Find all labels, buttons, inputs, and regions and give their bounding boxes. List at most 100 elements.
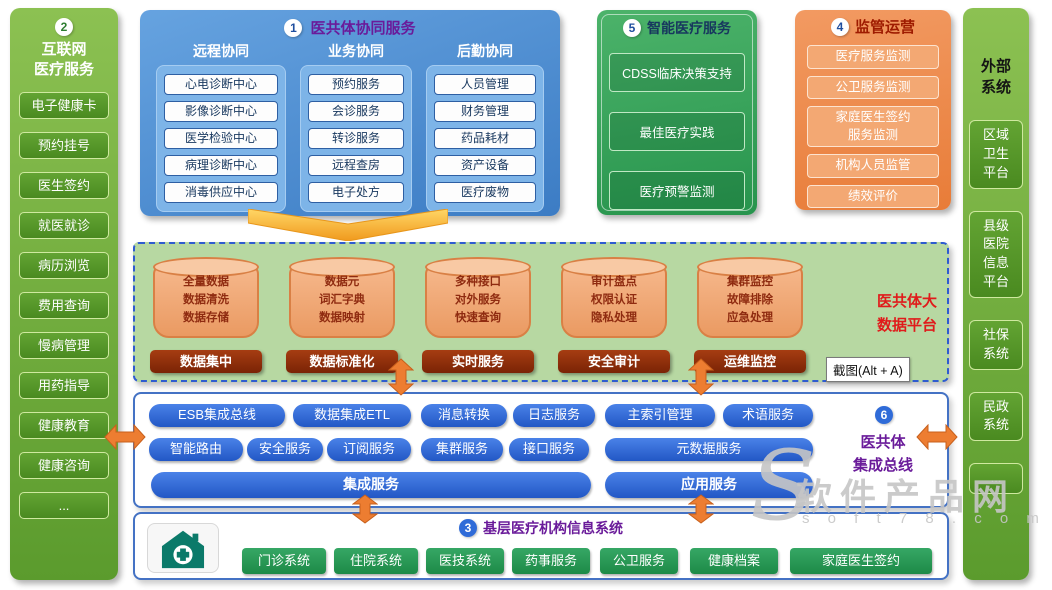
smart-medical-items: CDSS临床决策支持 最佳医疗实践 医疗预警监测 <box>609 53 745 210</box>
service-box-finance: 财务管理 <box>434 101 536 122</box>
service-box-eprescription: 电子处方 <box>308 182 404 203</box>
service-box-publichealth-monitor: 公卫服务监测 <box>807 75 939 99</box>
business-collab-header: 业务协同 <box>328 43 384 59</box>
logistics-collab-panel: 人员管理 财务管理 药品耗材 资产设备 医疗废物 <box>426 65 544 212</box>
service-box-ecg-center: 心电诊断中心 <box>164 74 278 95</box>
service-box-county-hospital-platform: 县级 医院 信息 平台 <box>969 210 1023 298</box>
service-box-family-doctor-sign: 家庭医生签约 <box>790 548 932 574</box>
platform-label-realtime: 实时服务 <box>422 350 534 373</box>
service-box-personnel: 人员管理 <box>434 74 536 95</box>
service-box-inpatient: 住院系统 <box>334 548 418 574</box>
service-box-more: ... <box>19 491 109 519</box>
smart-medical-header: 5 智能医疗服务 <box>609 18 745 38</box>
bus-box-cluster: 集群服务 <box>421 438 503 461</box>
platform-group-data-centralize: 全量数据 数据清洗 数据存储 数据集中 <box>147 254 265 373</box>
bus-box-log-service: 日志服务 <box>513 404 595 427</box>
service-box-chronic: 慢病管理 <box>19 331 109 359</box>
bus-box-interface: 接口服务 <box>509 438 589 461</box>
horizontal-double-arrow-icon <box>104 423 146 455</box>
platform-group-realtime: 多种接口 对外服务 快速查询 实时服务 <box>419 254 537 373</box>
service-box-warning-monitor: 医疗预警监测 <box>609 171 745 210</box>
service-box-health-edu: 健康教育 <box>19 411 109 439</box>
database-cylinder-icon: 集群监控 故障排除 应急处理 <box>697 257 803 338</box>
vertical-double-arrow-icon <box>351 494 379 529</box>
internet-medical-panel: 2 互联网 医疗服务 电子健康卡 预约挂号 医生签约 就医就诊 病历浏览 费用查… <box>10 8 118 580</box>
platform-group-ops-monitor: 集群监控 故障排除 应急处理 运维监控 <box>691 254 809 373</box>
service-box-assets: 资产设备 <box>434 155 536 176</box>
cylinder-text: 集群监控 故障排除 应急处理 <box>727 276 773 324</box>
base-institutions-title: 基层医疗机构信息系统 <box>483 520 623 536</box>
service-box-social-security: 社保 系统 <box>969 319 1023 370</box>
collaboration-header: 1 医共体协同服务 <box>156 17 544 38</box>
platform-group-security-audit: 审计盘点 权限认证 隐私处理 安全审计 <box>555 254 673 373</box>
bus-box-master-index: 主索引管理 <box>605 404 715 427</box>
service-box-booking: 预约服务 <box>308 74 404 95</box>
service-box-disinfection-center: 消毒供应中心 <box>164 182 278 203</box>
database-cylinder-icon: 全量数据 数据清洗 数据存储 <box>153 257 259 338</box>
cylinder-text: 数据元 词汇字典 数据映射 <box>319 276 365 324</box>
service-box-drug-supplies: 药品耗材 <box>434 128 536 149</box>
cylinder-text: 全量数据 数据清洗 数据存储 <box>183 276 229 324</box>
service-box-medical-waste: 医疗废物 <box>434 182 536 203</box>
service-box-remote-rounds: 远程查房 <box>308 155 404 176</box>
service-box-imaging-center: 影像诊断中心 <box>164 101 278 122</box>
integration-bus-panel: ESB集成总线 数据集成ETL 消息转换 日志服务 主索引管理 术语服务 智能路… <box>133 392 949 508</box>
badge-4: 4 <box>830 17 849 36</box>
integration-bus-title: 医共体 集成总线 <box>852 434 913 474</box>
vertical-double-arrow-icon <box>687 358 715 401</box>
platform-label-data-centralize: 数据集中 <box>150 350 262 373</box>
platform-label-standardize: 数据标准化 <box>286 350 398 373</box>
platform-group-standardize: 数据元 词汇字典 数据映射 数据标准化 <box>283 254 401 373</box>
service-box-more-external: ... <box>969 463 1023 495</box>
bus-box-application-services: 应用服务 <box>605 472 813 498</box>
bus-box-subscription: 订阅服务 <box>327 438 411 461</box>
badge-2: 2 <box>55 18 73 36</box>
service-box-civil-affairs: 民政 系统 <box>969 391 1023 442</box>
bus-box-esb: ESB集成总线 <box>149 404 285 427</box>
base-institutions-panel: 3 基层医疗机构信息系统 门诊系统 住院系统 医技系统 药事服务 公卫服务 健康… <box>133 512 949 580</box>
service-box-health-consult: 健康咨询 <box>19 451 109 479</box>
platform-label-ops-monitor: 运维监控 <box>694 350 806 373</box>
service-box-pathology-center: 病理诊断中心 <box>164 155 278 176</box>
database-cylinder-icon: 审计盘点 权限认证 隐私处理 <box>561 257 667 338</box>
external-systems-panel: 外部 系统 区域 卫生 平台 县级 医院 信息 平台 社保 系统 民政 系统 .… <box>963 8 1029 580</box>
supervision-header: 4 监管运营 <box>807 16 939 37</box>
smart-medical-title: 智能医疗服务 <box>647 20 731 36</box>
service-box-appointment: 预约挂号 <box>19 131 109 159</box>
platform-label-security-audit: 安全审计 <box>558 350 670 373</box>
database-cylinder-icon: 数据元 词汇字典 数据映射 <box>289 257 395 338</box>
internet-medical-title: 互联网 医疗服务 <box>33 41 94 79</box>
collaboration-columns: 心电诊断中心 影像诊断中心 医学检验中心 病理诊断中心 消毒供应中心 预约服务 … <box>156 65 544 212</box>
service-box-cdss: CDSS临床决策支持 <box>609 53 745 92</box>
base-institutions-header: 3 基层医疗机构信息系统 <box>135 518 947 538</box>
bus-box-smart-routing: 智能路由 <box>149 438 243 461</box>
service-box-medical-monitor: 医疗服务监测 <box>807 45 939 69</box>
service-box-medtech: 医技系统 <box>426 548 504 574</box>
supervision-items: 医疗服务监测 公卫服务监测 家庭医生签约 服务监测 机构人员监管 绩效评价 <box>807 45 939 208</box>
remote-collab-header: 远程协同 <box>193 43 249 59</box>
collaboration-column-headers: 远程协同 业务协同 后勤协同 <box>156 41 544 61</box>
badge-1: 1 <box>284 18 303 37</box>
service-box-outpatient: 门诊系统 <box>242 548 326 574</box>
service-box-performance-eval: 绩效评价 <box>807 184 939 208</box>
supervision-panel: 4 监管运营 医疗服务监测 公卫服务监测 家庭医生签约 服务监测 机构人员监管 … <box>795 10 951 210</box>
service-box-lab-center: 医学检验中心 <box>164 128 278 149</box>
bus-box-metadata: 元数据服务 <box>605 438 813 461</box>
smart-medical-panel: 5 智能医疗服务 CDSS临床决策支持 最佳医疗实践 医疗预警监测 <box>597 10 757 215</box>
bus-box-terminology: 术语服务 <box>723 404 813 427</box>
bus-box-etl: 数据集成ETL <box>293 404 411 427</box>
service-box-staff-supervision: 机构人员监管 <box>807 154 939 178</box>
service-box-doctor-sign: 医生签约 <box>19 171 109 199</box>
bus-box-security-service: 安全服务 <box>247 438 323 461</box>
service-box-ehealth-card: 电子健康卡 <box>19 91 109 119</box>
service-box-pharmacy: 药事服务 <box>512 548 590 574</box>
vertical-double-arrow-icon <box>387 358 415 401</box>
bigdata-platform-panel: 全量数据 数据清洗 数据存储 数据集中 数据元 词汇字典 数据映射 数据标准化 … <box>133 242 949 382</box>
service-box-fee-query: 费用查询 <box>19 291 109 319</box>
service-box-public-health: 公卫服务 <box>600 548 678 574</box>
service-box-record-browse: 病历浏览 <box>19 251 109 279</box>
badge-3: 3 <box>459 519 477 537</box>
cylinder-text: 多种接口 对外服务 快速查询 <box>455 276 501 324</box>
screenshot-tooltip: 截图(Alt + A) <box>826 357 910 382</box>
